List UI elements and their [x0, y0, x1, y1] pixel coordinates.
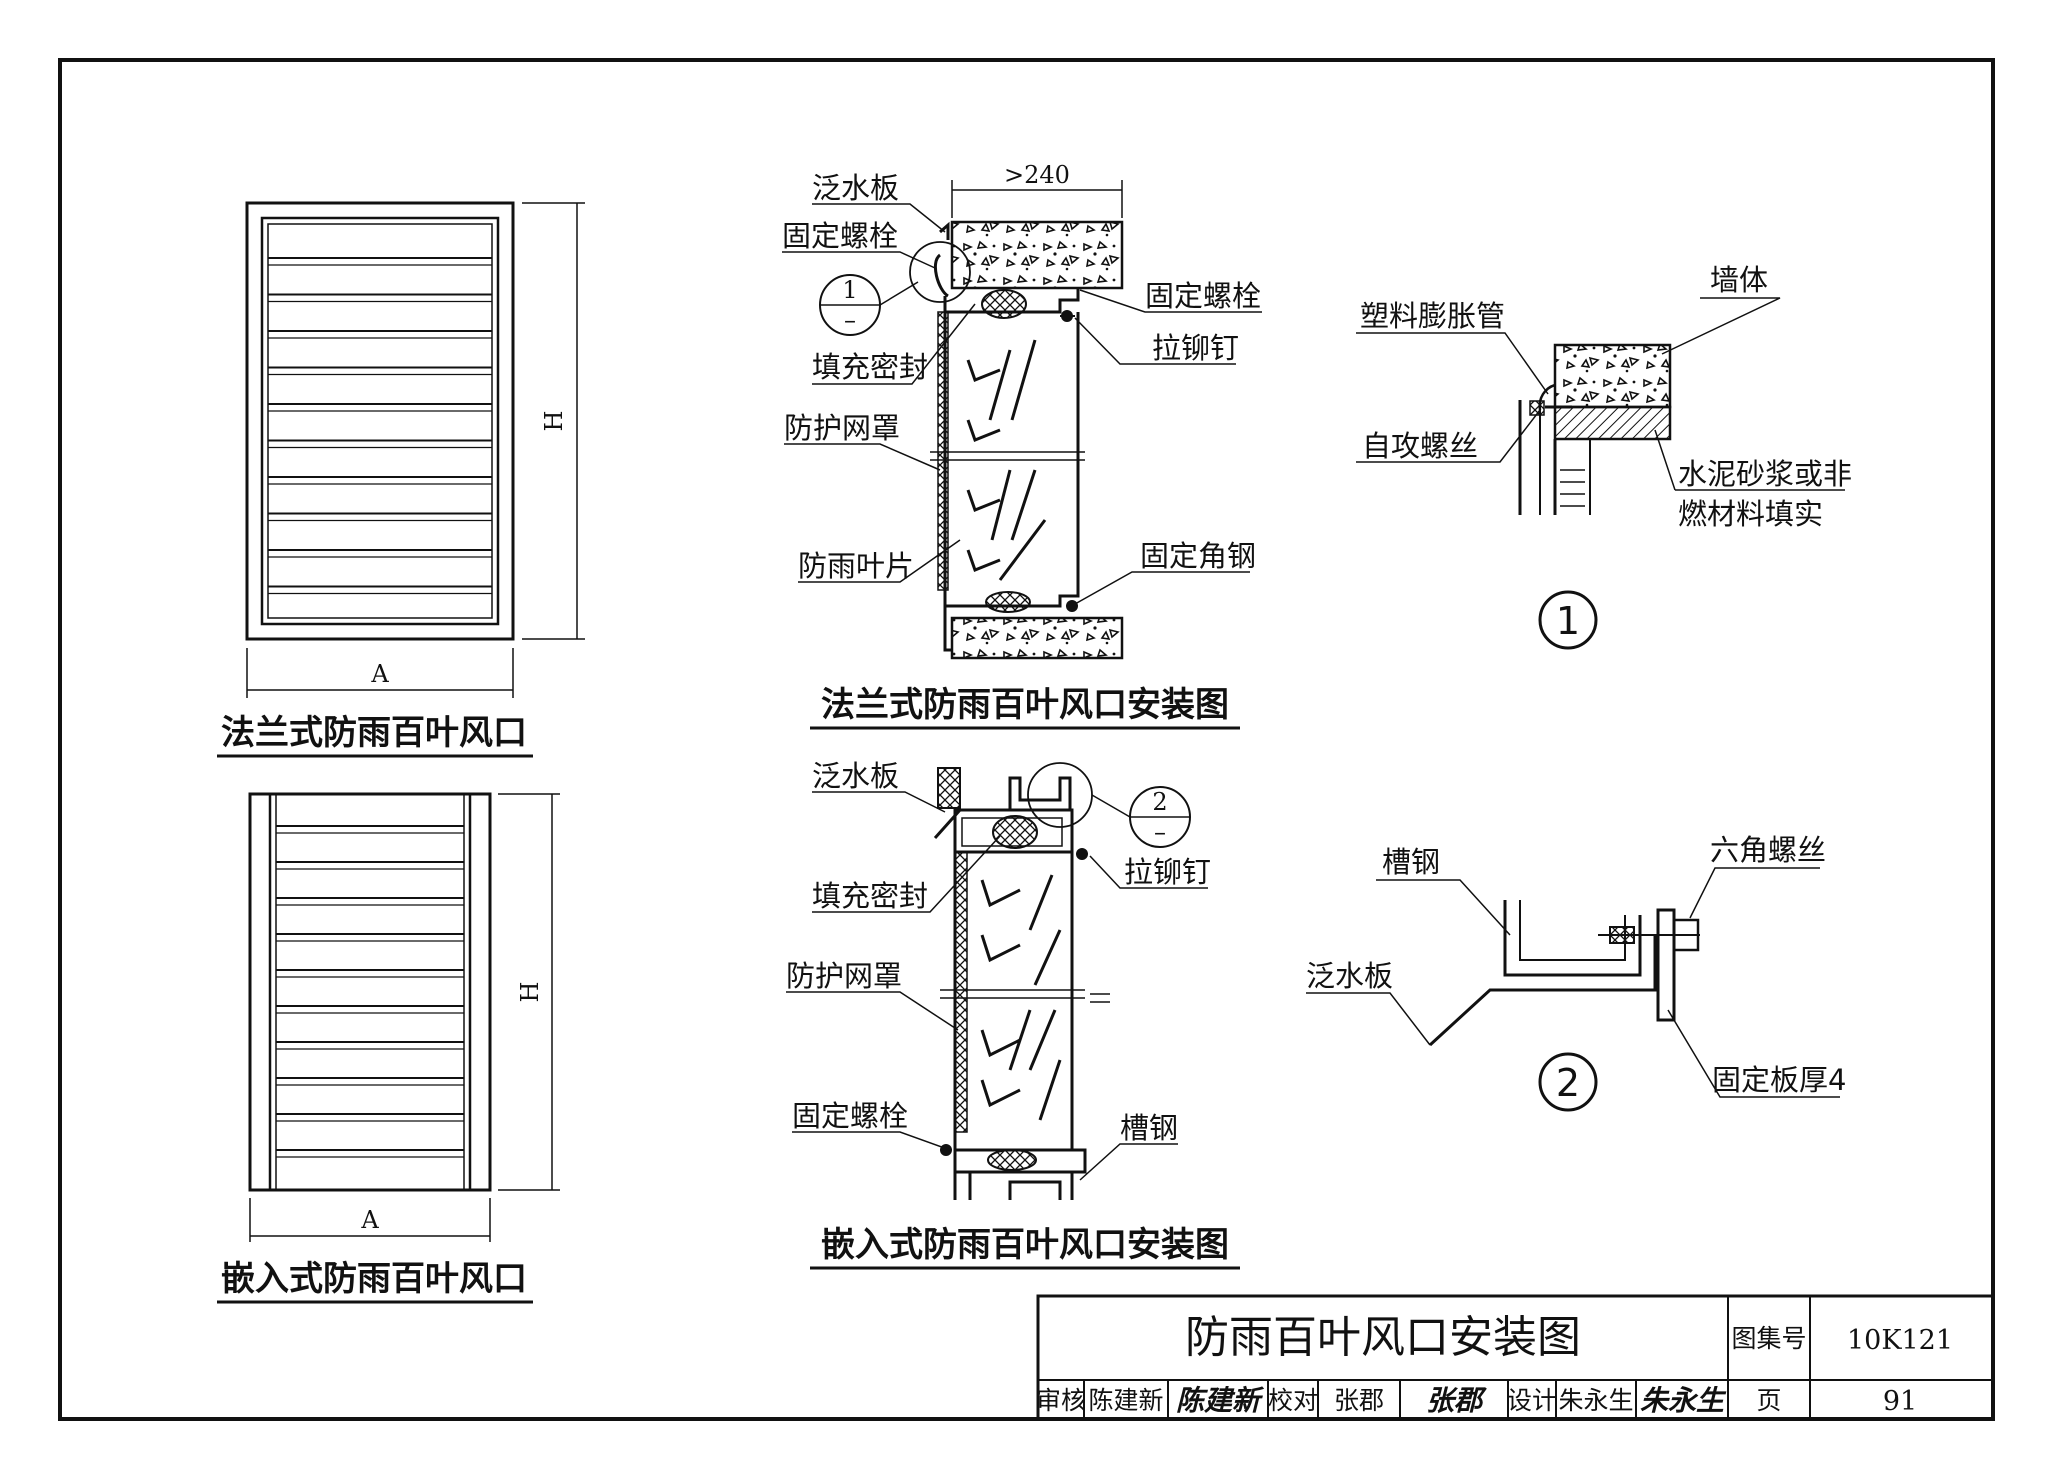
label-channel: 槽钢 — [1382, 845, 1440, 879]
label-rivet: 拉铆钉 — [1152, 331, 1239, 365]
checker-name: 张郡 — [1334, 1386, 1384, 1415]
label-fill-line2: 燃材料填实 — [1678, 497, 1823, 531]
callout-1-sheet: – — [844, 306, 856, 334]
embed-louver-caption: 嵌入式防雨百叶风口 — [221, 1259, 527, 1299]
label-flashing: 泛水板 — [812, 171, 899, 205]
label-flashing: 泛水板 — [812, 759, 899, 793]
design-label: 设计 — [1507, 1386, 1557, 1415]
label-bolt: 固定螺栓 — [792, 1099, 908, 1133]
label-wall: 墙体 — [1710, 263, 1768, 297]
atlas-number: 10K121 — [1847, 1325, 1953, 1356]
reviewer-name: 陈建新 — [1088, 1386, 1163, 1415]
check-label: 校对 — [1268, 1386, 1318, 1415]
label-screw: 自攻螺丝 — [1362, 429, 1478, 463]
louver-slats — [276, 825, 464, 1158]
detail-2-drawing: 2 — [1428, 900, 1700, 1112]
label-flashing: 泛水板 — [1306, 959, 1393, 993]
label-hex-bolt: 六角螺丝 — [1710, 833, 1826, 867]
dimension-240: >240 — [1004, 161, 1070, 189]
flange-louver-elevation: A H — [245, 201, 585, 698]
designer-signature: 朱永生 — [1640, 1384, 1727, 1417]
review-label: 审核 — [1036, 1386, 1086, 1415]
drawing-title: 防雨百叶风口安装图 — [1185, 1312, 1581, 1363]
embed-install-section: 2 – — [933, 762, 1191, 1200]
label-sealing: 填充密封 — [812, 879, 928, 913]
callout-1-number: 1 — [842, 276, 857, 304]
page-label: 页 — [1756, 1386, 1781, 1415]
dimension-h-label: H — [540, 411, 568, 432]
callout-2-number: 2 — [1152, 788, 1167, 816]
detail-1-drawing: 1 — [1518, 343, 1672, 650]
label-bolt-right: 固定螺栓 — [1145, 279, 1261, 313]
page-number: 91 — [1883, 1386, 1917, 1417]
checker-signature: 张郡 — [1426, 1384, 1487, 1417]
detail-2-labels — [1306, 867, 1840, 1098]
flange-install-section: >240 1 – — [819, 161, 1124, 660]
atlas-label: 图集号 — [1731, 1324, 1806, 1353]
detail-1-labels — [1356, 297, 1845, 491]
label-guard-mesh: 防护网罩 — [786, 959, 902, 993]
label-channel: 槽钢 — [1120, 1111, 1178, 1145]
designer-name: 朱永生 — [1558, 1386, 1633, 1415]
flange-section-labels — [782, 203, 1262, 605]
embed-section-labels — [786, 791, 1208, 1181]
label-rivet: 拉铆钉 — [1124, 855, 1211, 889]
label-angle-steel: 固定角钢 — [1140, 539, 1256, 573]
embed-install-caption: 嵌入式防雨百叶风口安装图 — [821, 1225, 1229, 1265]
label-sealing: 填充密封 — [812, 350, 928, 384]
label-fill-line1: 水泥砂浆或非 — [1678, 457, 1852, 491]
reviewer-signature: 陈建新 — [1176, 1384, 1265, 1417]
sheet-border — [58, 58, 1995, 1421]
detail-1-number: 1 — [1556, 599, 1580, 643]
label-blade: 防雨叶片 — [798, 549, 914, 583]
embed-louver-elevation: A H — [248, 792, 560, 1242]
title-block: 防雨百叶风口安装图 图集号 10K121 审核 陈建新 陈建新 校对 张郡 张郡… — [1036, 1294, 1995, 1421]
callout-2-sheet: – — [1154, 818, 1166, 846]
flange-louver-caption: 法兰式防雨百叶风口 — [221, 713, 527, 753]
dimension-a-label: A — [360, 1206, 379, 1234]
label-anchor: 塑料膨胀管 — [1360, 299, 1505, 333]
dimension-h-label: H — [516, 982, 544, 1003]
label-bolt: 固定螺栓 — [782, 219, 898, 253]
label-guard-mesh: 防护网罩 — [784, 411, 900, 445]
louver-slats — [268, 257, 492, 595]
dimension-a-label: A — [370, 660, 389, 688]
flange-install-caption: 法兰式防雨百叶风口安装图 — [821, 685, 1229, 725]
label-plate: 固定板厚4 — [1712, 1063, 1846, 1097]
detail-2-number: 2 — [1556, 1061, 1580, 1105]
